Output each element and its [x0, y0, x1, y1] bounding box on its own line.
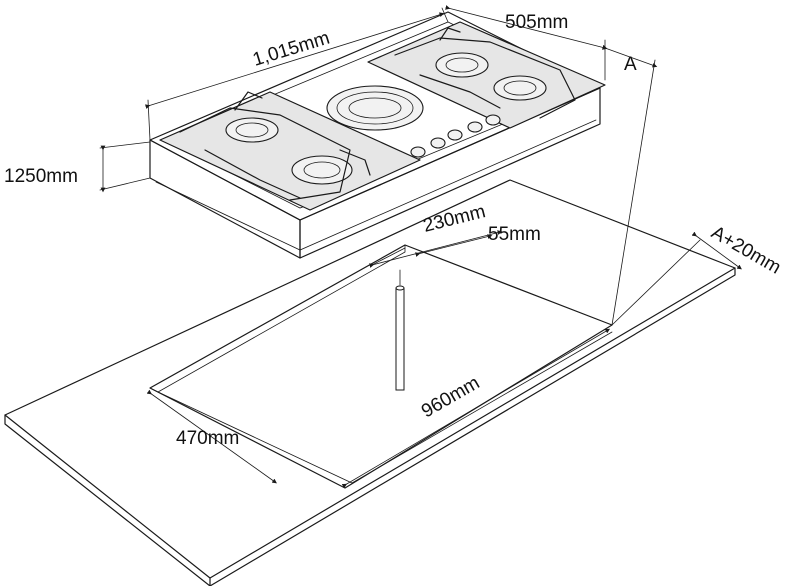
label-clearance-plus: A+20mm [708, 222, 785, 278]
hob [149, 11, 606, 259]
label-width: 1,015mm [250, 28, 332, 71]
label-cutout-depth: 470mm [176, 428, 239, 449]
label-height: 1250mm [4, 166, 78, 187]
left-burners [179, 91, 371, 201]
cutout-opening [149, 244, 613, 489]
dimension-lines [99, 5, 742, 489]
label-clearance: A [624, 54, 637, 75]
label-depth: 505mm [505, 12, 568, 33]
dimension-labels: 1,015mm 505mm A 1250mm A+20mm 230mm 55mm… [4, 12, 784, 449]
label-gas-inlet: 55mm [488, 224, 541, 245]
gas-pipe [395, 269, 405, 391]
label-cutout-width: 960mm [418, 372, 483, 422]
right-burners [394, 27, 576, 119]
knob-row [410, 114, 501, 158]
